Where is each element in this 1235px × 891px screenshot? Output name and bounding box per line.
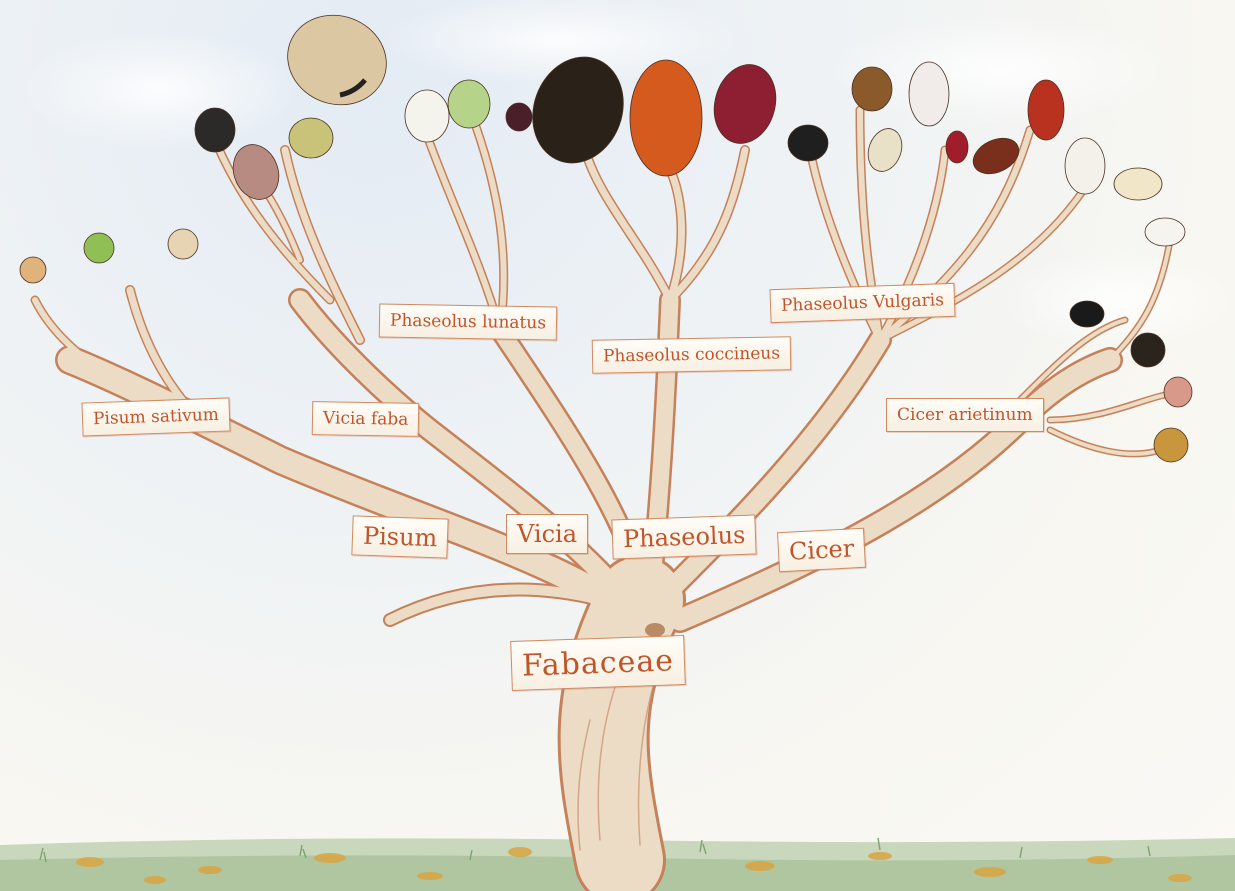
runner-bean-icon [706, 58, 785, 151]
species-label-cicer-arietinum: Cicer arietinum [886, 398, 1044, 432]
tree-branches [35, 110, 1170, 860]
species-label-phaseolus-vulgaris: Phaseolus Vulgaris [769, 283, 955, 323]
pea-seed-icon [20, 257, 46, 283]
kidney-bean-icon [946, 131, 968, 163]
species-label-pisum-sativum: Pisum sativum [81, 397, 230, 436]
fava-bean-icon [195, 108, 235, 152]
genus-label-pisum: Pisum [351, 515, 449, 558]
species-label-phaseolus-lunatus: Phaseolus lunatus [379, 303, 558, 340]
kidney-bean-icon [852, 67, 892, 111]
genus-label-vicia: Vicia [506, 514, 588, 554]
kidney-bean-icon [1145, 218, 1185, 246]
pea-seed-icon [84, 233, 114, 263]
lima-bean-icon [448, 80, 490, 128]
runner-bean-icon [630, 60, 702, 176]
species-label-phaseolus-coccineus: Phaseolus coccineus [592, 336, 792, 373]
lima-bean-icon [506, 103, 532, 131]
chickpea-icon [1070, 301, 1104, 327]
kidney-bean-icon [1028, 80, 1064, 140]
genus-label-cicer: Cicer [777, 528, 866, 573]
kidney-bean-icon [862, 124, 907, 176]
lima-bean-icon [405, 90, 449, 142]
genus-label-phaseolus: Phaseolus [611, 514, 757, 559]
kidney-bean-icon [788, 125, 828, 161]
chickpea-icon [1154, 428, 1188, 462]
fava-bean-icon [289, 118, 333, 158]
pea-seed-icon [168, 229, 198, 259]
family-label: Fabaceae [510, 635, 686, 691]
kidney-bean-icon [1114, 168, 1162, 200]
kidney-bean-icon [1065, 138, 1105, 194]
chickpea-icon [1131, 333, 1165, 367]
species-label-vicia-faba: Vicia faba [312, 401, 420, 437]
fava-bean-icon [226, 138, 286, 206]
chickpea-icon [1164, 377, 1192, 407]
kidney-bean-icon [909, 62, 949, 126]
sky-clouds [20, 0, 1235, 350]
